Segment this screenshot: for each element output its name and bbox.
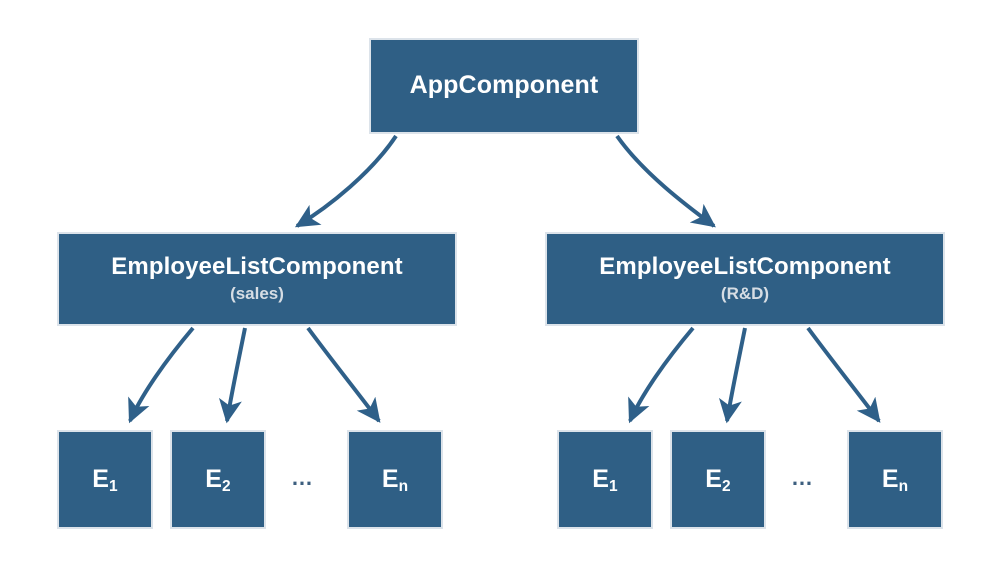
employee-letter: E	[705, 464, 723, 493]
arrow-rnd-to-en	[806, 326, 881, 423]
employee-letter: E	[381, 464, 399, 493]
ellipsis-sales: …	[291, 465, 315, 490]
employee-index: 2	[222, 478, 231, 496]
employee-letter: E	[205, 464, 223, 493]
node-app-component[interactable]: AppComponent	[369, 38, 639, 134]
node-employee-list-component-sales-label: EmployeeListComponent	[111, 252, 403, 280]
arrow-rnd-to-e1	[628, 326, 695, 424]
node-employee-list-component-sales[interactable]: EmployeeListComponent (sales)	[57, 232, 457, 326]
arrow-app-to-sales	[294, 134, 398, 228]
node-employee-rnd-n[interactable]: En	[847, 430, 943, 529]
node-employee-rnd-1-label: E1	[592, 464, 618, 496]
node-app-component-label: AppComponent	[409, 71, 599, 100]
employee-index: n	[398, 478, 409, 496]
employee-index: 2	[722, 478, 731, 496]
arrow-app-to-rnd	[615, 134, 716, 228]
employee-index: 1	[109, 478, 118, 496]
node-employee-sales-2[interactable]: E2	[170, 430, 266, 529]
node-employee-sales-2-label: E2	[205, 464, 231, 496]
arrow-sales-to-e1	[128, 326, 195, 424]
employee-letter: E	[881, 464, 899, 493]
node-employee-rnd-n-label: En	[881, 464, 909, 496]
node-employee-rnd-2-label: E2	[705, 464, 731, 496]
node-employee-rnd-1[interactable]: E1	[557, 430, 653, 529]
employee-letter: E	[92, 464, 110, 493]
node-employee-sales-n-label: En	[381, 464, 409, 496]
employee-letter: E	[592, 464, 610, 493]
arrow-sales-to-e2	[218, 327, 247, 424]
employee-index: 1	[609, 478, 618, 496]
arrow-rnd-to-e2	[718, 327, 747, 424]
employee-index: n	[898, 478, 909, 496]
node-employee-sales-1-label: E1	[92, 464, 118, 496]
node-employee-list-component-rnd-sublabel: (R&D)	[720, 284, 770, 304]
ellipsis-rnd: …	[791, 465, 815, 490]
arrow-sales-to-en	[306, 326, 381, 423]
node-employee-rnd-2[interactable]: E2	[670, 430, 766, 529]
node-employee-list-component-rnd-label: EmployeeListComponent	[599, 252, 891, 280]
node-employee-list-component-rnd[interactable]: EmployeeListComponent (R&D)	[545, 232, 945, 326]
node-employee-sales-n[interactable]: En	[347, 430, 443, 529]
node-employee-list-component-sales-sublabel: (sales)	[230, 284, 284, 304]
node-employee-sales-1[interactable]: E1	[57, 430, 153, 529]
